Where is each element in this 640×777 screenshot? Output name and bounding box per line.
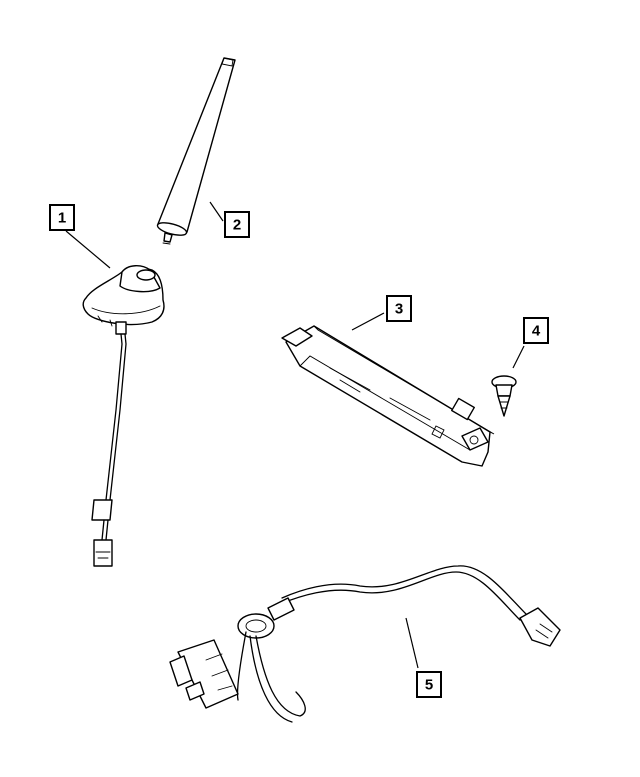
callout-2-label: 2 — [233, 217, 241, 234]
callout-3: 3 — [386, 295, 412, 322]
antenna-base-assembly — [82, 265, 165, 567]
cable-harness — [169, 565, 561, 723]
callout-2: 2 — [224, 211, 250, 238]
callout-5: 5 — [416, 671, 442, 698]
callout-1: 1 — [49, 204, 75, 231]
callout-1-label: 1 — [58, 210, 66, 227]
callout-3-label: 3 — [395, 301, 403, 318]
callout-4: 4 — [523, 317, 549, 344]
antenna-module — [281, 325, 495, 467]
callout-5-label: 5 — [425, 677, 433, 694]
push-pin-fastener — [491, 375, 517, 417]
antenna-mast — [156, 57, 236, 245]
callout-4-label: 4 — [532, 323, 541, 340]
leader-lines — [65, 201, 525, 669]
